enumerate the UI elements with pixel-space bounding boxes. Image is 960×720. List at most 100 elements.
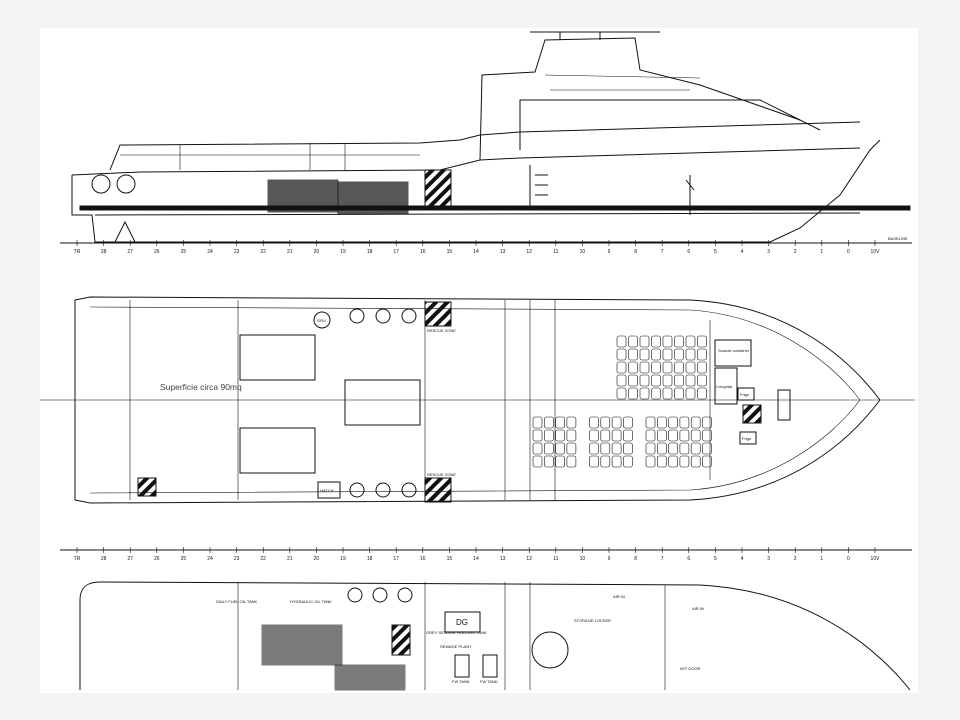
- passenger-seat: [543, 455, 554, 468]
- frame-label: 3: [767, 556, 770, 562]
- tyre-fender: [91, 174, 111, 194]
- passenger-seat: [656, 455, 667, 468]
- crane-label: GRU: [317, 318, 326, 323]
- passenger-seat: [697, 361, 707, 374]
- frame-label: 18: [367, 249, 373, 255]
- frame-label: 14: [473, 556, 479, 562]
- rescue-zone-label: RESCUE ZONE: [427, 328, 456, 333]
- passenger-seat: [674, 335, 684, 348]
- passenger-seat: [611, 442, 622, 455]
- passenger-seat: [628, 335, 638, 348]
- passenger-seat: [702, 455, 712, 468]
- frame-label: 11: [553, 556, 558, 562]
- frame-label: 24: [207, 249, 213, 255]
- passenger-seat: [628, 387, 638, 400]
- engine-port: [261, 624, 343, 666]
- hatch-cover: [239, 427, 316, 474]
- passenger-seat: [662, 361, 673, 374]
- passenger-seat: [616, 361, 627, 374]
- passenger-seat: [623, 455, 633, 468]
- frame-label: 26: [154, 249, 160, 255]
- fender-band: [79, 205, 911, 211]
- frame-label: 7: [661, 249, 664, 255]
- rescue-zone-marking: [424, 169, 452, 209]
- drawing-sheet: [40, 28, 918, 693]
- frame-label: 10V: [871, 556, 881, 562]
- frame-label: 20: [314, 556, 320, 562]
- fans: [347, 587, 413, 603]
- frame-label: 26: [154, 556, 160, 562]
- passenger-seat: [532, 442, 543, 455]
- frame-label: 1: [820, 556, 823, 562]
- frame-label: 12: [526, 556, 532, 562]
- main-deck-plan: GRU RESCUE ZONE RESCUE ZONE HATCH Superf…: [40, 296, 915, 562]
- bollards: [349, 308, 417, 498]
- passenger-seat: [645, 455, 656, 468]
- passenger-seat: [611, 429, 622, 442]
- passenger-seat: [589, 429, 599, 442]
- frame-label: 17: [393, 249, 399, 255]
- diesel-generator: [444, 611, 481, 633]
- passenger-seat: [685, 348, 696, 361]
- passenger-seat: [628, 361, 638, 374]
- frame-label: 15: [447, 556, 453, 562]
- passenger-seat: [543, 429, 554, 442]
- crane-base: [313, 311, 331, 329]
- engine-starboard: [334, 664, 406, 691]
- frame-label: 6: [687, 249, 690, 255]
- passenger-seat: [616, 348, 627, 361]
- escape-hatch: [317, 481, 341, 499]
- frame-label: 8: [634, 556, 637, 562]
- frame-label: 9: [608, 556, 611, 562]
- passenger-seat: [555, 416, 565, 429]
- passenger-seat: [639, 374, 650, 387]
- frame-label: 7: [661, 556, 664, 562]
- passenger-seat: [651, 374, 661, 387]
- rescue-zone-marking: [424, 301, 452, 327]
- spiral-stair: [531, 631, 569, 669]
- passenger-seat: [611, 416, 622, 429]
- passenger-seat: [697, 387, 707, 400]
- passenger-seat: [679, 429, 690, 442]
- passenger-seat: [685, 361, 696, 374]
- frame-label: 4: [741, 249, 744, 255]
- frame-label: TR: [74, 556, 81, 562]
- hull-profile-outline: [71, 139, 881, 243]
- windows: [544, 74, 701, 91]
- frame-label: TR: [74, 249, 81, 255]
- frame-label: 27: [127, 249, 133, 255]
- passenger-seat: [674, 348, 684, 361]
- frame-label: 19: [340, 556, 346, 562]
- frame-label: 25: [181, 249, 187, 255]
- passenger-seat: [651, 361, 661, 374]
- freezer-room: [714, 367, 738, 405]
- passenger-seat: [702, 442, 712, 455]
- passenger-seat: [623, 429, 633, 442]
- passenger-seat: [697, 348, 707, 361]
- air-in-label-1: AIR IN: [613, 594, 625, 599]
- passenger-seat: [555, 442, 565, 455]
- fridge-label-1: Frigo: [740, 392, 750, 397]
- passenger-seat: [628, 374, 638, 387]
- hydraulic-tank-label: HYDRAULIC OIL TANK: [290, 599, 332, 604]
- passenger-seat: [639, 335, 650, 348]
- passenger-seat: [645, 442, 656, 455]
- rail-posts: [120, 143, 420, 170]
- tyre-fender: [116, 174, 136, 194]
- frame-label: 27: [127, 556, 133, 562]
- frame-label: 8: [634, 249, 637, 255]
- frame-label: 16: [420, 249, 426, 255]
- frame-label: 22: [260, 556, 266, 562]
- person-figure: [685, 175, 695, 215]
- fw-tank-1: [454, 654, 470, 678]
- frame-label: 1: [820, 249, 823, 255]
- frame-label: 24: [207, 556, 213, 562]
- passenger-seat: [616, 387, 627, 400]
- freezer-label: Congelat.: [716, 384, 733, 389]
- profile-rescue-zone-label: RESCUE ZONE: [427, 472, 456, 477]
- passenger-seat: [532, 455, 543, 468]
- passenger-seat: [685, 387, 696, 400]
- frame-label: 5: [714, 249, 717, 255]
- hatch-label: HATCH: [320, 488, 334, 493]
